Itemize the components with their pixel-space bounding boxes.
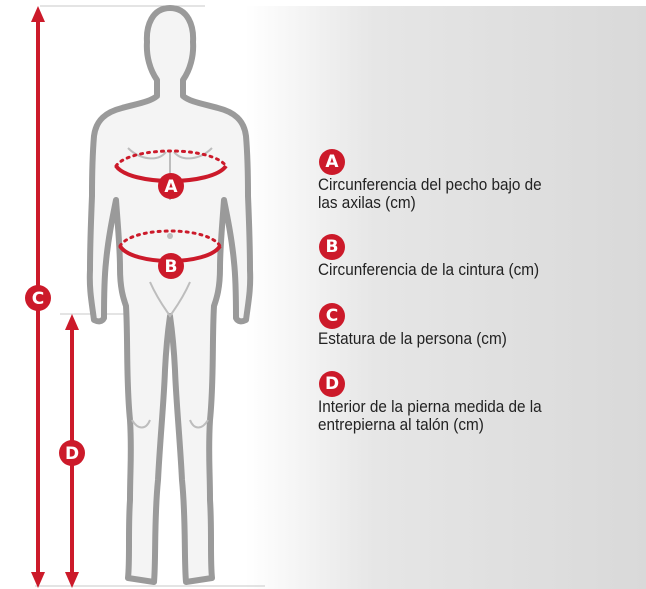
legend-text-d-line2: entrepierna al talón (cm) [318,415,484,434]
legend-text-a-line2: las axilas (cm) [318,193,416,212]
legend-item-a: A Circunferencia del pecho bajo de las a… [318,149,638,211]
legend-text-b: Circunferencia de la cintura (cm) [318,260,540,279]
legend-badge-d: D [319,371,345,397]
human-silhouette [86,5,254,585]
waist-measure-back [118,229,222,248]
legend-text-a-line1: Circunferencia del pecho bajo de [318,175,542,194]
svg-text:A: A [164,177,178,197]
svg-text:B: B [165,257,178,277]
chest-measure-back [114,149,228,168]
svg-text:C: C [32,289,44,309]
legend-item-d: D Interior de la pierna medida de la ent… [318,371,638,433]
badge-a: A [158,173,184,199]
legend-text-c: Estatura de la persona (cm) [318,329,507,348]
legend-badge-c: C [319,303,345,329]
gradient-background [0,6,646,589]
legend-badge-b: B [319,234,345,260]
legend-text-d-line1: Interior de la pierna medida de la [318,397,542,416]
legend-badge-a: A [319,149,345,175]
badge-d: D [59,440,85,466]
legend-item-c: C Estatura de la persona (cm) [318,303,638,347]
badge-b: B [158,253,184,279]
svg-text:D: D [65,444,79,464]
legend-item-b: B Circunferencia de la cintura (cm) [318,234,638,278]
badge-c: C [25,285,51,311]
